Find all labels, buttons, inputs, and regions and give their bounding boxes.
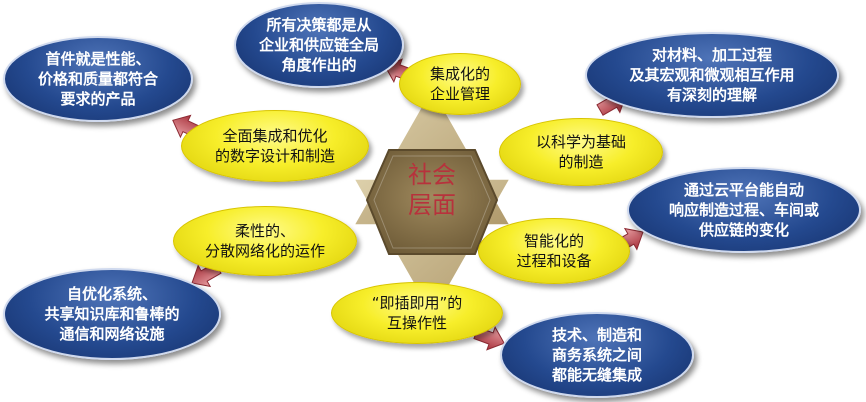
node-plug-and-play: “即插即用”的 互操作性 bbox=[331, 282, 503, 344]
node-materials-understanding-text: 对材料、加工过程 及其宏观和微观相互作用 有深刻的理解 bbox=[629, 46, 795, 104]
node-self-optimizing: 自优化系统、 共享知识库和鲁棒的 通信和网络设施 bbox=[3, 268, 221, 360]
node-seamless-integration-text: 技术、制造和 商务系统之间 都能无缝集成 bbox=[551, 326, 642, 384]
node-intelligent-process-text: 智能化的 过程和设备 bbox=[516, 232, 592, 270]
node-digital-design-text: 全面集成和优化 的数字设计和制造 bbox=[214, 127, 335, 165]
node-plug-and-play-text: “即插即用”的 互操作性 bbox=[371, 294, 463, 332]
center-hexagon-highlight bbox=[373, 155, 491, 249]
node-intelligent-process: 智能化的 过程和设备 bbox=[478, 218, 630, 284]
node-flexible-operation: 柔性的、 分散网络化的运作 bbox=[173, 206, 357, 276]
node-cloud-response: 通过云平台能自动 响应制造过程、车间或 供应链的变化 bbox=[627, 167, 861, 253]
node-digital-design: 全面集成和优化 的数字设计和制造 bbox=[181, 110, 369, 182]
node-cloud-response-text: 通过云平台能自动 响应制造过程、车间或 供应链的变化 bbox=[668, 181, 819, 239]
node-seamless-integration: 技术、制造和 商务系统之间 都能无缝集成 bbox=[500, 312, 694, 398]
node-enterprise-management-text: 集成化的 企业管理 bbox=[429, 65, 490, 103]
node-product-requirements: 首件就是性能、 价格和质量都符合 要求的产品 bbox=[3, 36, 193, 122]
node-materials-understanding: 对材料、加工过程 及其宏观和微观相互作用 有深刻的理解 bbox=[585, 32, 839, 118]
node-self-optimizing-text: 自优化系统、 共享知识库和鲁棒的 通信和网络设施 bbox=[44, 285, 180, 343]
center-hexagon bbox=[365, 149, 499, 255]
node-science-manufacturing-text: 以科学为基础 的制造 bbox=[535, 133, 626, 171]
node-flexible-operation-text: 柔性的、 分散网络化的运作 bbox=[204, 222, 325, 260]
node-enterprise-decisions-text: 所有决策都是从 企业和供应链全局 角度作出的 bbox=[258, 16, 379, 74]
node-enterprise-decisions: 所有决策都是从 企业和供应链全局 角度作出的 bbox=[234, 2, 404, 88]
node-science-manufacturing: 以科学为基础 的制造 bbox=[499, 118, 663, 186]
center-label: 社会 层面 bbox=[408, 161, 456, 219]
node-enterprise-management: 集成化的 企业管理 bbox=[399, 53, 521, 115]
node-product-requirements-text: 首件就是性能、 价格和质量都符合 要求的产品 bbox=[37, 50, 158, 108]
